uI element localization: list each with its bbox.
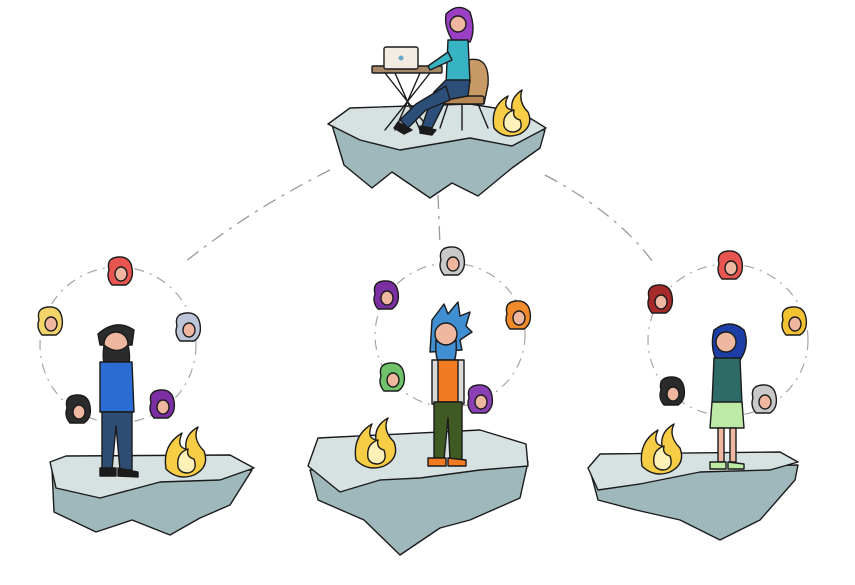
flame-icon <box>354 417 397 469</box>
avatar-icon <box>439 246 466 276</box>
peer-avatars-left <box>37 256 202 424</box>
avatar-icon <box>505 300 532 330</box>
middle-person <box>427 301 473 467</box>
avatar-icon <box>65 394 92 424</box>
avatar-icon <box>647 284 674 314</box>
connection-lines <box>184 169 656 266</box>
avatar-icon <box>107 256 134 286</box>
middle-island <box>307 429 529 556</box>
connection-line-right <box>544 174 656 266</box>
avatar-icon <box>659 376 686 406</box>
right-person <box>709 323 747 470</box>
peer-avatars-middle <box>373 246 532 414</box>
right-island <box>587 451 799 541</box>
avatar-icon <box>37 306 64 336</box>
avatar-icon <box>717 250 744 280</box>
left-island <box>49 454 255 536</box>
peer-avatars-right <box>647 250 808 414</box>
flame-icon <box>640 423 683 475</box>
connection-line-middle <box>437 194 441 246</box>
avatar-icon <box>373 280 400 310</box>
avatar-icon <box>467 384 494 414</box>
left-person <box>97 324 139 478</box>
flame-icon <box>164 426 207 478</box>
avatar-icon <box>149 389 176 419</box>
flame-icon <box>492 89 531 137</box>
avatar-icon <box>781 306 808 336</box>
central-island <box>327 103 547 199</box>
avatar-icon <box>175 312 202 342</box>
avatar-icon <box>379 362 406 392</box>
laptop-icon <box>383 46 419 70</box>
connection-line-left <box>184 169 331 263</box>
central-person <box>393 6 474 136</box>
avatar-icon <box>751 384 778 414</box>
